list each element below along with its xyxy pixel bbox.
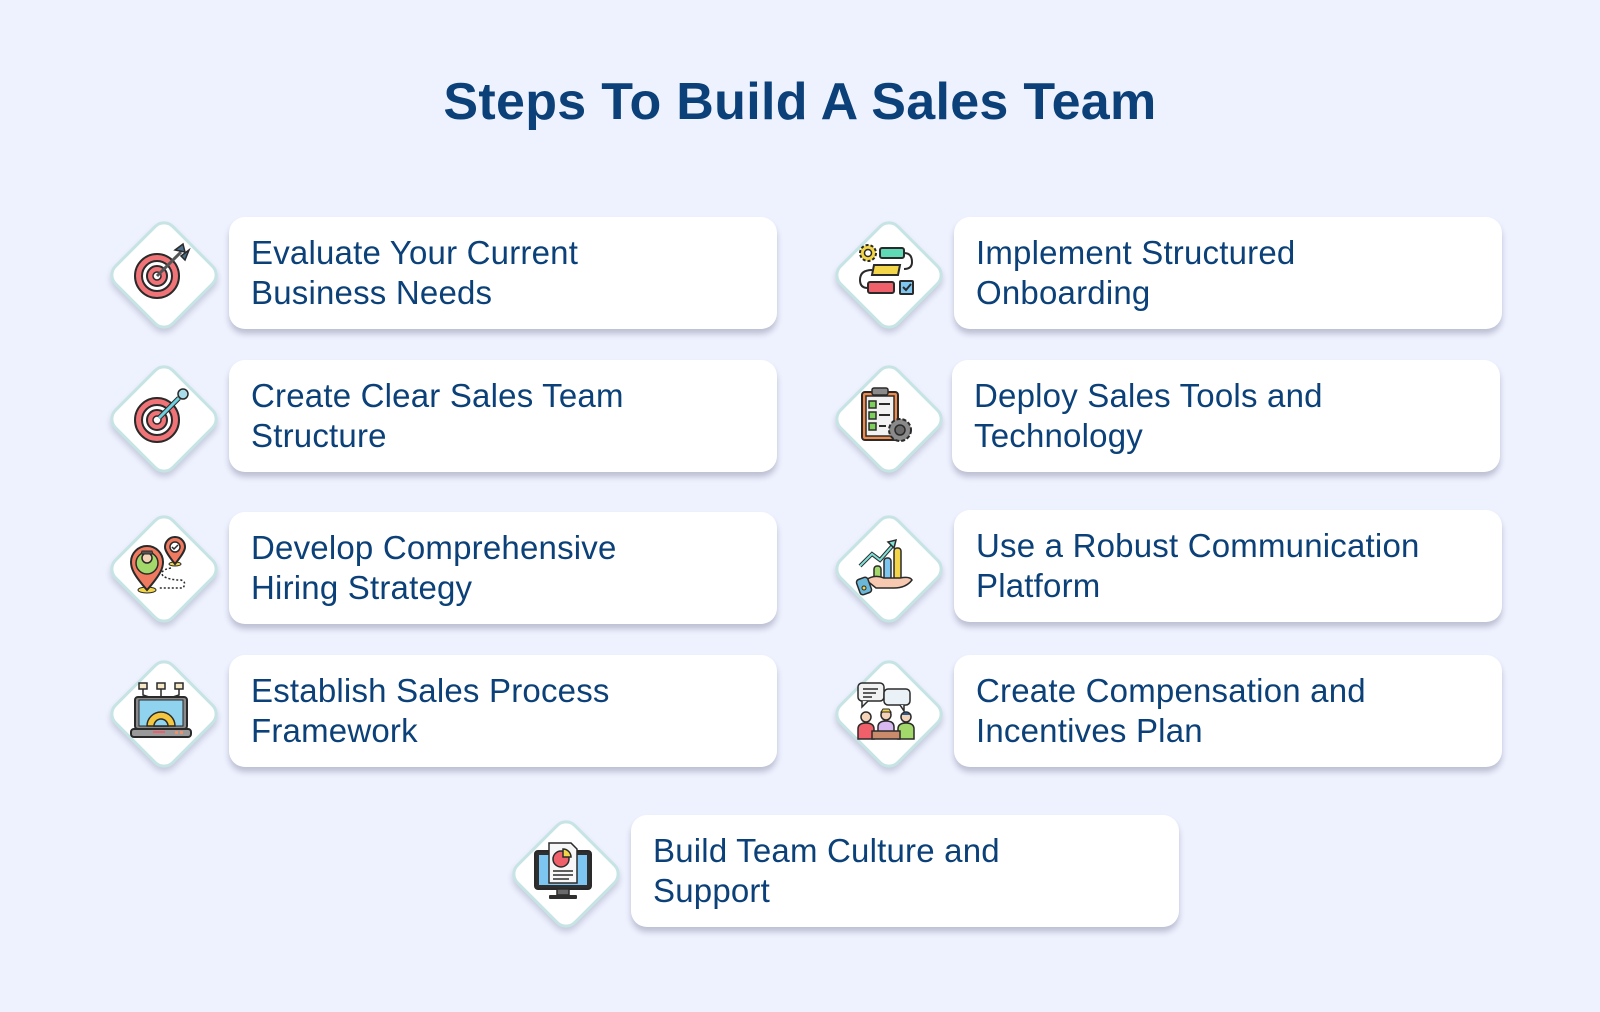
step-card: Implement Structured Onboarding <box>954 217 1502 329</box>
step-label: Develop Comprehensive Hiring Strategy <box>251 529 617 606</box>
step-icon-badge <box>101 506 224 629</box>
step-card: Create Compensation and Incentives Plan <box>954 655 1502 767</box>
step-icon-badge <box>826 651 949 774</box>
growth-chart-hand-icon <box>855 538 913 596</box>
step-label: Establish Sales Process Framework <box>251 672 610 749</box>
step-card: Develop Comprehensive Hiring Strategy <box>229 512 777 624</box>
workflow-gear-icon <box>858 244 914 295</box>
step-label: Use a Robust Communication Platform <box>976 527 1420 604</box>
step-card: Deploy Sales Tools and Technology <box>952 360 1500 472</box>
step-icon-badge <box>503 811 626 934</box>
step-label: Build Team Culture and Support <box>653 832 1000 909</box>
page-title: Steps To Build A Sales Team <box>443 73 1157 131</box>
step-label: Evaluate Your Current Business Needs <box>251 234 579 311</box>
step-icon-badge <box>101 651 224 774</box>
step-label: Deploy Sales Tools and Technology <box>974 377 1323 454</box>
step-card: Use a Robust Communication Platform <box>954 510 1502 622</box>
step-card: Establish Sales Process Framework <box>229 655 777 767</box>
step-label: Create Compensation and Incentives Plan <box>976 672 1366 749</box>
step-card: Build Team Culture and Support <box>631 815 1179 927</box>
clipboard-gear-icon <box>861 387 912 442</box>
target-arrow-icon <box>134 242 191 299</box>
step-label: Implement Structured Onboarding <box>976 234 1296 311</box>
step-icon-badge <box>826 506 949 629</box>
monitor-report-icon <box>534 842 592 899</box>
candidate-location-icon <box>129 536 187 594</box>
step-icon-badge <box>101 212 224 335</box>
step-card: Evaluate Your Current Business Needs <box>229 217 777 329</box>
target-dart-icon <box>134 388 189 443</box>
laptop-gear-icon <box>130 682 192 738</box>
step-icon-badge <box>826 356 949 479</box>
step-card: Create Clear Sales Team Structure <box>229 360 777 472</box>
step-label: Create Clear Sales Team Structure <box>251 377 624 454</box>
step-icon-badge <box>101 356 224 479</box>
step-icon-badge <box>826 212 949 335</box>
team-meeting-icon <box>857 682 915 740</box>
